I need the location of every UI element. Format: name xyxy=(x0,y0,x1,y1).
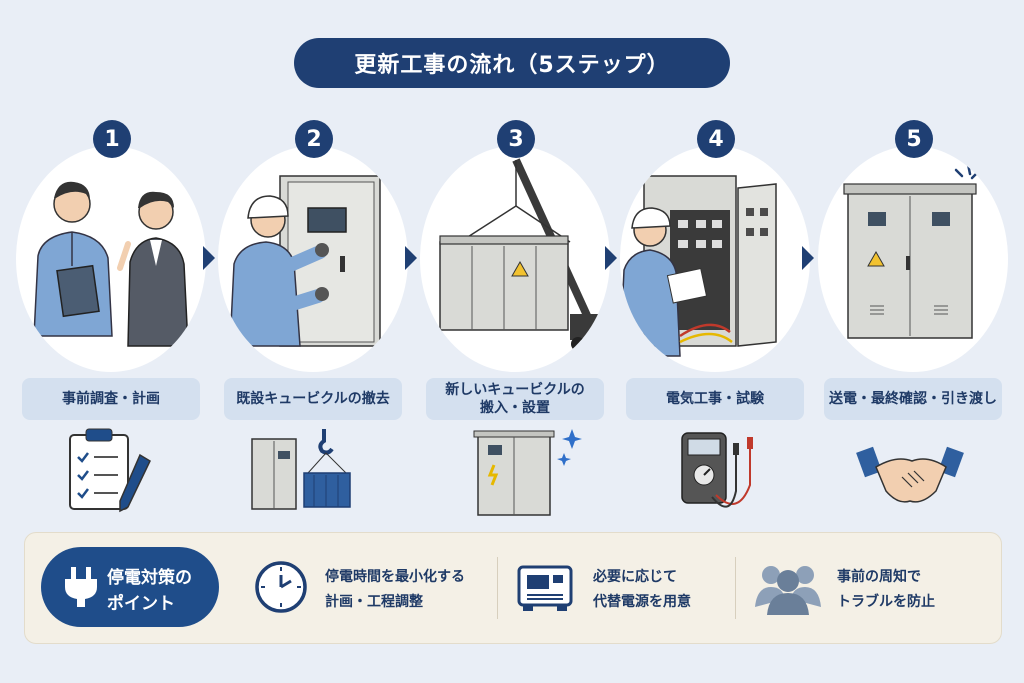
step-number: 4 xyxy=(697,120,735,158)
clock-icon xyxy=(255,561,307,613)
step-number: 3 xyxy=(497,120,535,158)
step-label: 既設キュービクルの撤去 xyxy=(224,378,402,420)
step-2: 2 既設キュービクルの撤去 xyxy=(218,110,408,420)
page-title: 更新工事の流れ（5ステップ） xyxy=(294,38,730,88)
divider xyxy=(497,557,498,619)
generator-icon xyxy=(517,565,573,611)
crane-hook-icon xyxy=(248,425,358,521)
step-arrow xyxy=(605,246,617,270)
step-number: 2 xyxy=(295,120,333,158)
tip-item: 必要に応じて 代替電源を用意 xyxy=(515,557,735,621)
step-3: 3 新しいキュービクルの 搬入・設置 xyxy=(420,110,610,420)
tips-heading-line2: ポイント xyxy=(107,594,175,615)
step-illustration xyxy=(818,146,1008,372)
step-illustration xyxy=(16,146,206,372)
people-icon xyxy=(755,566,821,615)
tip-line1: 必要に応じて xyxy=(593,569,677,585)
multimeter-icon xyxy=(676,425,786,521)
tip-item: 停電時間を最小化する 計画・工程調整 xyxy=(253,557,493,621)
step-illustration xyxy=(420,146,610,372)
step-illustration xyxy=(620,146,810,372)
tips-heading-line1: 停電対策の xyxy=(107,568,192,588)
power-outage-tips-panel: 停電対策の ポイント 停電時間を最小化する 計画・工程調整 必要に応じて 代替電… xyxy=(24,532,1002,644)
plug-icon xyxy=(65,567,97,607)
step-arrow xyxy=(802,246,814,270)
step-label: 新しいキュービクルの 搬入・設置 xyxy=(426,378,604,420)
handshake-icon xyxy=(856,425,966,521)
divider xyxy=(735,557,736,619)
tip-line2: 計画・工程調整 xyxy=(325,593,423,610)
step-arrow xyxy=(405,246,417,270)
tips-heading-badge: 停電対策の ポイント xyxy=(41,547,219,627)
step-number: 5 xyxy=(895,120,933,158)
step-5: 5 送電・最終確認・引き渡し xyxy=(818,110,1008,420)
step-4: 4 電気工事・試験 xyxy=(620,110,810,420)
step-illustration xyxy=(218,146,408,372)
tip-item: 事前の周知で トラブルを防止 xyxy=(753,557,983,621)
step-arrow xyxy=(203,246,215,270)
tip-line2: 代替電源を用意 xyxy=(593,593,691,610)
step-number: 1 xyxy=(93,120,131,158)
step-label: 事前調査・計画 xyxy=(22,378,200,420)
tip-line2: トラブルを防止 xyxy=(837,593,935,610)
tip-line1: 事前の周知で xyxy=(837,569,921,585)
step-label: 送電・最終確認・引き渡し xyxy=(824,378,1002,420)
step-1: 1 事前調査・計画 xyxy=(16,110,206,420)
tip-line1: 停電時間を最小化する xyxy=(325,569,465,585)
clipboard-icon xyxy=(58,425,168,521)
new-cubicle-icon xyxy=(472,425,582,521)
step-label: 電気工事・試験 xyxy=(626,378,804,420)
